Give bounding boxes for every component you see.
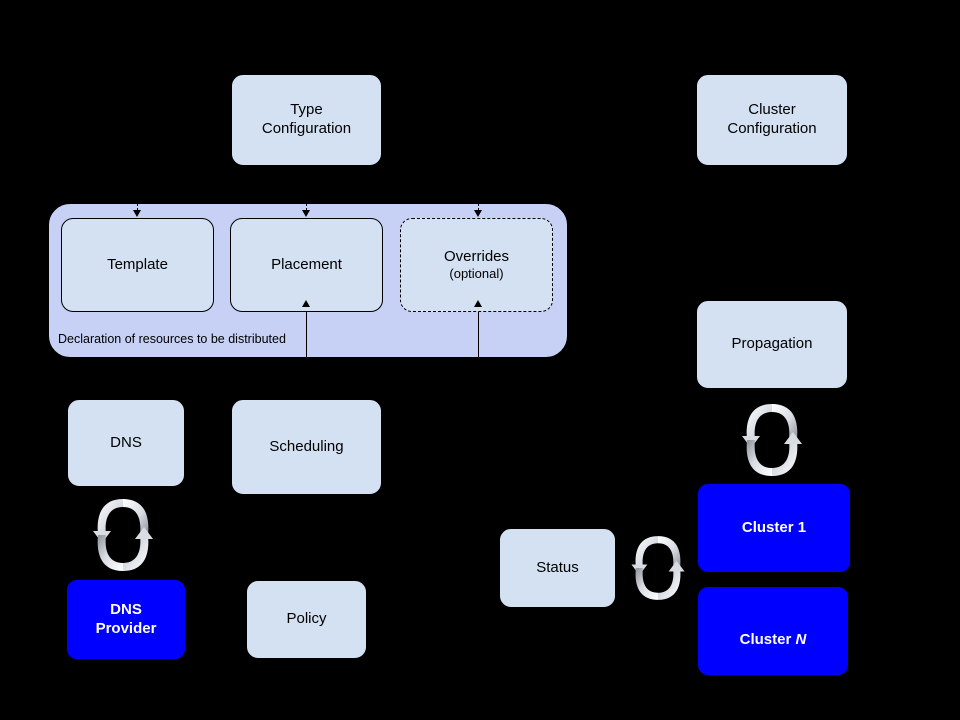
node-cluster-n-label: Cluster N: [740, 612, 807, 650]
type-config-to-template-line: [137, 198, 138, 211]
overrides-feed-line: [478, 306, 479, 358]
node-scheduling-label: Scheduling: [269, 437, 344, 455]
node-propagation[interactable]: Propagation: [696, 300, 848, 389]
node-policy-label: Policy: [286, 610, 327, 628]
type-config-to-template-arrowhead: [133, 210, 141, 217]
node-cluster-n-prefix: Cluster: [739, 631, 796, 648]
node-overrides[interactable]: Overrides (optional): [400, 218, 553, 312]
node-dns[interactable]: DNS: [67, 399, 185, 487]
type-config-to-overrides-line: [478, 198, 479, 211]
type-config-to-overrides-arrowhead: [474, 210, 482, 217]
node-policy[interactable]: Policy: [246, 580, 367, 659]
node-template-label: Template: [107, 255, 168, 273]
node-scheduling[interactable]: Scheduling: [231, 399, 382, 495]
node-cluster-configuration-label: Cluster Configuration: [727, 101, 817, 137]
sync-icon-dns: [88, 493, 158, 577]
node-placement-label: Placement: [271, 255, 342, 273]
node-dns-label: DNS: [110, 433, 142, 451]
overrides-feed-arrowhead: [474, 300, 482, 307]
node-cluster-1[interactable]: Cluster 1: [698, 484, 850, 572]
node-overrides-sublabel: (optional): [449, 266, 504, 282]
sync-icon-status: [627, 526, 689, 610]
node-dns-provider-label: DNS Provider: [95, 600, 157, 637]
node-cluster-n[interactable]: Cluster N: [698, 587, 848, 675]
node-cluster-configuration[interactable]: Cluster Configuration: [696, 74, 848, 166]
node-status-label: Status: [536, 558, 579, 576]
placement-feed-arrowhead: [302, 300, 310, 307]
sync-icon-propagation: [737, 398, 807, 482]
node-propagation-label: Propagation: [731, 335, 813, 353]
group-caption: Declaration of resources to be distribut…: [58, 332, 286, 346]
node-cluster-n-index: N: [795, 631, 807, 648]
node-placement[interactable]: Placement: [230, 218, 383, 312]
placement-feed-line: [306, 306, 307, 358]
node-overrides-label: Overrides: [443, 247, 510, 265]
node-status[interactable]: Status: [499, 528, 616, 608]
node-template[interactable]: Template: [61, 218, 214, 312]
node-type-configuration-label: Type Configuration: [261, 101, 352, 137]
node-cluster-1-label: Cluster 1: [741, 518, 807, 536]
node-type-configuration[interactable]: Type Configuration: [231, 74, 382, 166]
node-dns-provider[interactable]: DNS Provider: [67, 580, 185, 659]
type-config-to-placement-line: [306, 198, 307, 211]
type-config-to-placement-arrowhead: [302, 210, 310, 217]
